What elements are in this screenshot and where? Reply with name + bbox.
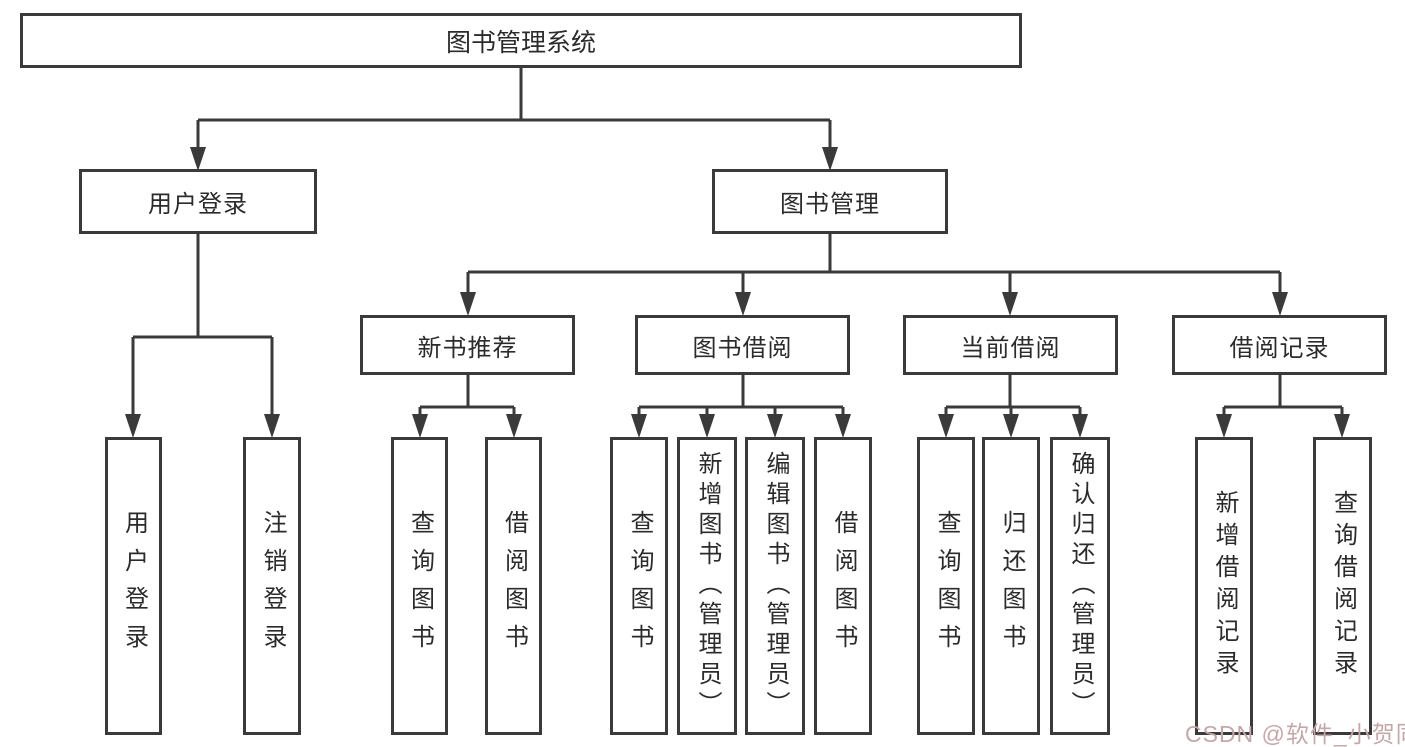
leaf-user-login: 用户登录: [105, 437, 162, 735]
leaf-edit-books-admin: 编辑图书（管理员）: [745, 437, 805, 735]
node-book-borrowing: 图书借阅: [635, 315, 850, 375]
node-current-borrowing: 当前借阅: [903, 315, 1118, 375]
node-new-book-recommendation: 新书推荐: [360, 315, 575, 375]
connector-lines: [131, 68, 1344, 417]
leaf-logout: 注销登录: [243, 437, 301, 735]
leaf-query-books-recommend: 查询图书: [391, 437, 448, 735]
node-borrowing-records: 借阅记录: [1172, 315, 1387, 375]
leaf-query-books-current: 查询图书: [917, 437, 975, 735]
leaf-borrow-books-recommend: 借阅图书: [485, 437, 542, 735]
node-book-management-module: 图书管理: [712, 169, 948, 234]
leaf-query-borrow-record: 查询借阅记录: [1313, 437, 1372, 735]
node-user-login-module: 用户登录: [79, 169, 317, 234]
leaf-add-borrow-record: 新增借阅记录: [1195, 437, 1253, 735]
leaf-add-books-admin: 新增图书（管理员）: [677, 437, 737, 735]
watermark: CSDN @软件_小贺同学: [1185, 721, 1405, 747]
leaf-return-books: 归还图书: [982, 437, 1040, 735]
leaf-borrow-books: 借阅图书: [814, 437, 872, 735]
leaf-query-books-borrow: 查询图书: [610, 437, 668, 735]
arrowheads: [125, 147, 1350, 438]
leaf-confirm-return-admin: 确认归还（管理员）: [1050, 437, 1110, 735]
node-library-management-system: 图书管理系统: [20, 13, 1022, 68]
